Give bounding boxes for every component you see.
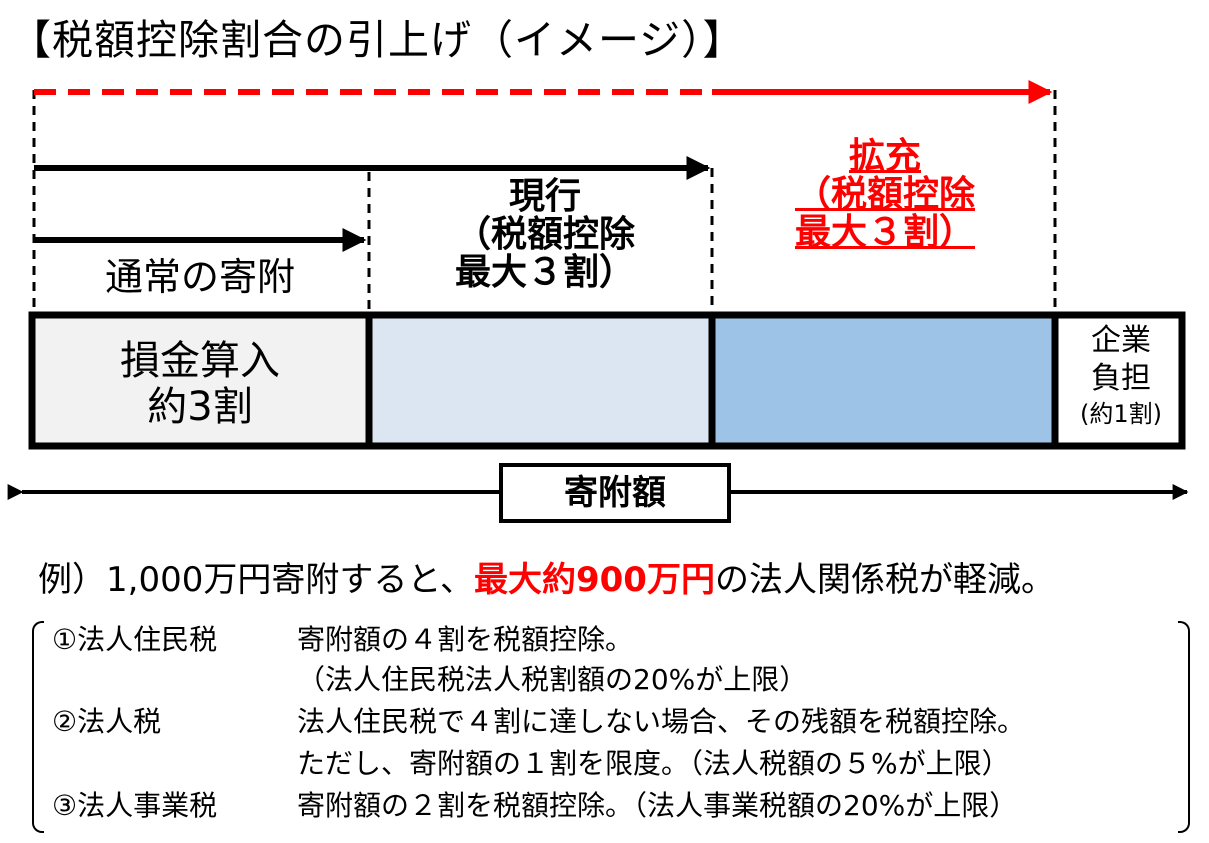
detail-text-5: 寄附額の２割を税額控除。（法人事業税額の20%が上限） [297, 789, 1018, 822]
detail-row-4: ただし、寄附額の１割を限度。（法人税額の５%が上限） [32, 747, 1182, 781]
example-prefix: 例）1,000万円寄附すると、 [38, 560, 474, 600]
current-label-line1: 現行 [508, 176, 581, 217]
seg4-line1: 企業 [1091, 323, 1151, 358]
detail-text-4: ただし、寄附額の１割を限度。（法人税額の５%が上限） [297, 747, 1010, 780]
deduction-segment-text: 損金算入 約3割 [45, 338, 355, 430]
seg4-line3: (約1割) [1080, 400, 1162, 428]
seg1-line1: 損金算入 [120, 338, 280, 384]
segment-expanded-credit [712, 315, 1055, 446]
example-suffix: の法人関係税が軽減。 [714, 560, 1055, 600]
segment-deduction [32, 315, 369, 446]
expand-label-line1: 拡充 [848, 136, 921, 177]
seg1-line2: 約3割 [147, 384, 253, 430]
detail-row-2: （法人住民税法人税割額の20%が上限） [32, 663, 1182, 697]
expand-label-line3: 最大３割） [794, 211, 975, 253]
normal-donation-label: 通常の寄附 [104, 255, 295, 299]
segment-company-burden [1055, 315, 1182, 446]
example-sentence: 例）1,000万円寄附すると、最大約900万円の法人関係税が軽減。 [38, 552, 1055, 601]
detail-text-1: 寄附額の４割を税額控除。 [297, 623, 634, 656]
total-donation-box: 寄附額 [499, 463, 731, 523]
seg4-line2: 負担 [1091, 360, 1151, 396]
current-system-label: 現行 （税額控除 最大３割） [400, 178, 690, 291]
current-label-line2: （税額控除 [454, 213, 635, 255]
detail-label-5: ③法人事業税 [52, 789, 218, 822]
detail-row-5: ③法人事業税 寄附額の２割を税額控除。（法人事業税額の20%が上限） [32, 789, 1182, 823]
expansion-label: 拡充 （税額控除 最大３割） [740, 138, 1030, 251]
detail-text-3: 法人住民税で４割に達しない場合、その残額を税額控除。 [297, 705, 1026, 738]
example-highlight: 最大約900万円 [473, 560, 715, 600]
page-title: 【税額控除割合の引上げ（イメージ）】 [10, 16, 745, 64]
company-burden-text: 企業 負担 (約1割) [1058, 322, 1184, 429]
detail-text-2: （法人住民税法人税割額の20%が上限） [297, 663, 808, 696]
current-label-line3: 最大３割） [454, 251, 635, 293]
right-bracket [1178, 621, 1190, 833]
detail-label-3: ②法人税 [52, 705, 162, 738]
detail-box: ①法人住民税 寄附額の４割を税額控除。 （法人住民税法人税割額の20%が上限） … [32, 621, 1190, 833]
segment-current-credit [369, 315, 712, 446]
detail-row-1: ①法人住民税 寄附額の４割を税額控除。 [32, 623, 1182, 657]
detail-label-1: ①法人住民税 [52, 623, 218, 656]
bar-outline [28, 311, 1186, 450]
left-bracket [32, 621, 44, 833]
detail-row-3: ②法人税 法人住民税で４割に達しない場合、その残額を税額控除。 [32, 705, 1182, 739]
expand-label-line2: （税額控除 [794, 173, 975, 215]
